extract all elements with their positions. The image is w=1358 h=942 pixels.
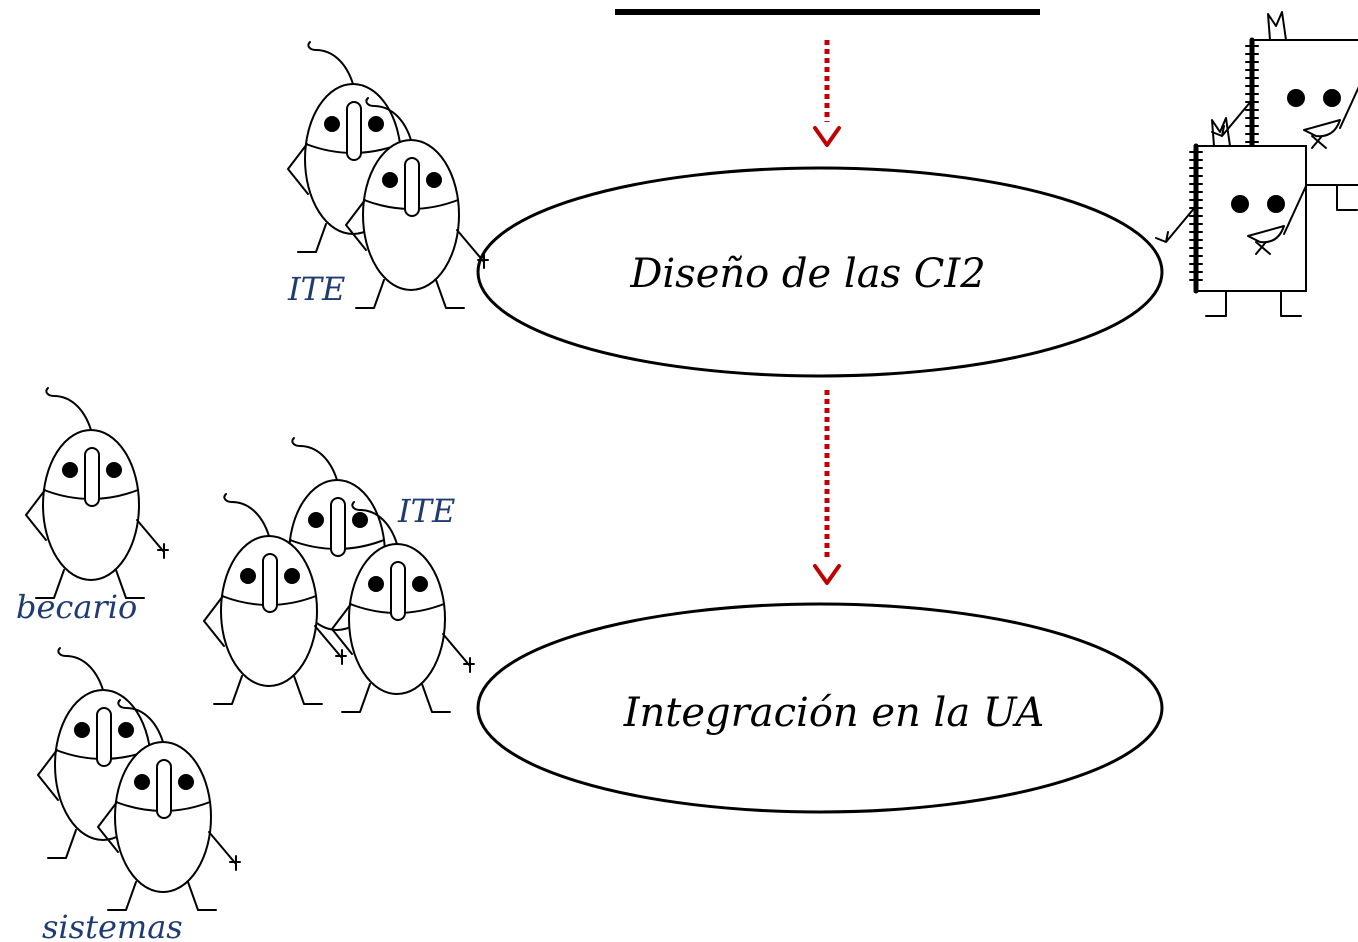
ite-top-label: ITE — [287, 270, 345, 308]
sistemas-label: sistemas — [42, 908, 183, 942]
node-diseno: Diseño de las CI2 — [476, 166, 1164, 378]
node-integracion-label: Integración en la UA — [623, 690, 1045, 736]
ite-mid-label: ITE — [397, 492, 455, 530]
mouse-character-icon — [25, 387, 169, 599]
arrow-top-to-diseno — [813, 40, 841, 147]
notebook-character-icon — [1156, 118, 1306, 316]
node-diseno-label: Diseño de las CI2 — [629, 251, 985, 297]
arrow-diseno-to-integracion — [813, 390, 841, 585]
becario-label: becario — [16, 588, 137, 626]
node-integracion: Integración en la UA — [476, 602, 1164, 814]
